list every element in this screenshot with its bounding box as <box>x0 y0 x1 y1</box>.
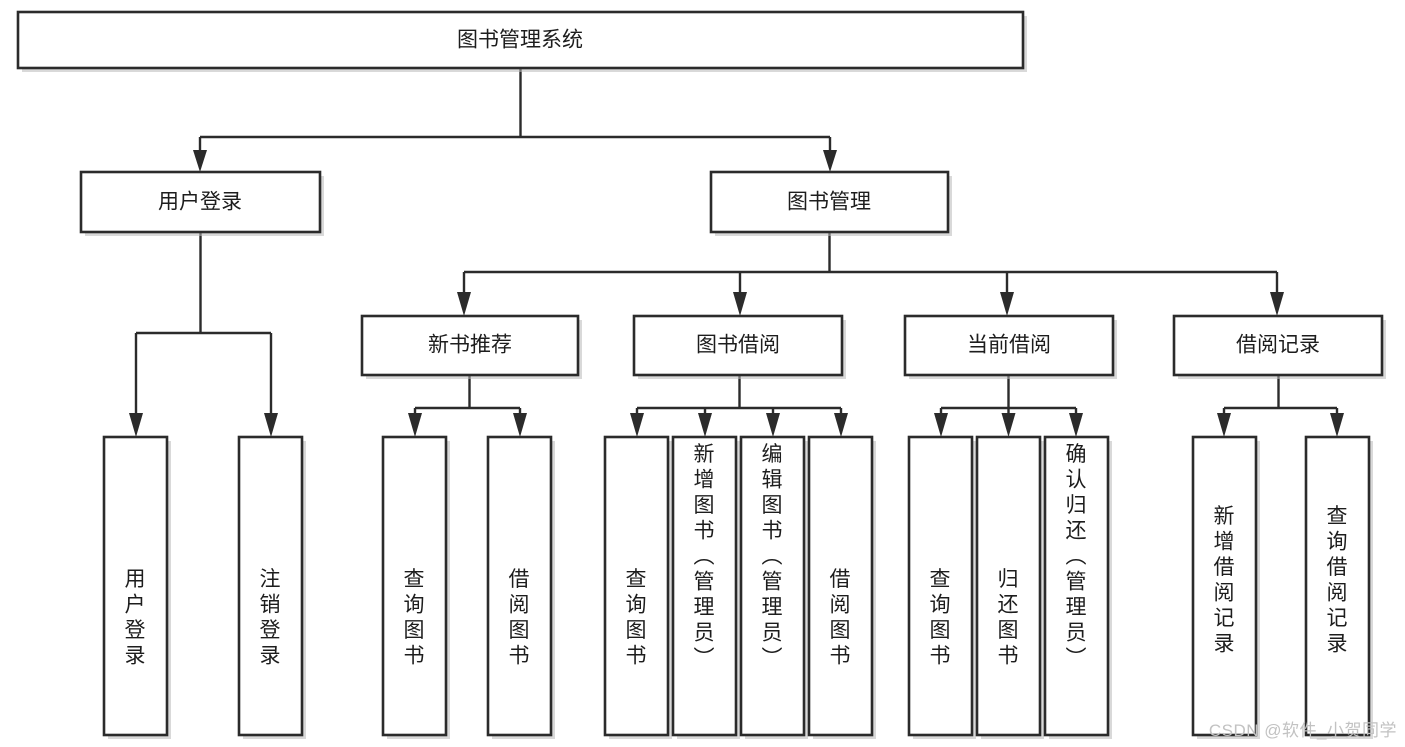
book-management-label: 图书管理 <box>787 191 871 214</box>
borrow-record-box <box>1172 314 1384 377</box>
leaf-borrow-book-box <box>807 435 874 737</box>
arrow-borrow-l1 <box>630 413 644 437</box>
leaf-logout-box <box>237 435 304 737</box>
user-login-box <box>79 170 322 234</box>
node-root[interactable]: 图书管理系统 <box>16 10 1027 72</box>
leaf-borrow-book-borrow[interactable]: 借阅图书 <box>807 435 876 739</box>
root-label: 图书管理系统 <box>457 29 583 52</box>
root-box <box>16 10 1025 70</box>
leaf-query-current-box <box>907 435 974 737</box>
leaf-confirm-return-admin[interactable]: 确认归还︵管理员︶ <box>1043 435 1112 739</box>
node-borrow-record[interactable]: 借阅记录 <box>1172 314 1386 379</box>
arrow-root-to-user <box>193 150 207 172</box>
leaf-user-login-box <box>102 435 169 737</box>
leaf-return-book-label: 归还图书 <box>998 568 1019 668</box>
leaf-borrow-newbook-label: 借阅图书 <box>509 568 530 668</box>
leaf-edit-book-label: 编辑图书︵管理员︶ <box>762 443 783 670</box>
leaf-query-book-newbook[interactable]: 查询图书 <box>381 435 450 739</box>
node-user-login[interactable]: 用户登录 <box>79 170 324 236</box>
book-borrow-label: 图书借阅 <box>696 334 780 357</box>
arrow-book-c1 <box>457 292 471 316</box>
current-borrow-label: 当前借阅 <box>967 334 1051 357</box>
leaf-borrow-book-newbook[interactable]: 借阅图书 <box>486 435 555 739</box>
arrow-current-l2 <box>1001 413 1016 437</box>
leaf-query-newbook-label: 查询图书 <box>404 568 425 668</box>
leaf-logout[interactable]: 注销登录 <box>237 435 306 739</box>
arrow-borrow-l4 <box>834 413 848 437</box>
arrow-newbook-l2 <box>513 413 527 437</box>
borrow-record-label: 借阅记录 <box>1236 334 1320 357</box>
leaf-query-record-label: 查询借阅记录 <box>1327 505 1348 656</box>
leaf-add-borrow-record[interactable]: 新增借阅记录 <box>1191 435 1260 739</box>
leaf-borrow-newbook-box <box>486 435 553 737</box>
leaf-edit-book-box <box>739 435 806 737</box>
leaf-return-book-box <box>975 435 1042 737</box>
leaf-return-book[interactable]: 归还图书 <box>975 435 1044 739</box>
leaf-add-book-label: 新增图书︵管理员︶ <box>694 443 715 670</box>
arrow-record-l2 <box>1330 413 1344 437</box>
leaf-user-login[interactable]: 用户登录 <box>102 435 171 739</box>
arrow-book-c3 <box>1000 292 1014 316</box>
node-new-book-recommend[interactable]: 新书推荐 <box>360 314 582 379</box>
connector-layer <box>129 69 1344 437</box>
leaf-add-book-box <box>671 435 738 737</box>
leaf-query-borrow-record[interactable]: 查询借阅记录 <box>1304 435 1373 739</box>
leaf-confirm-return-label: 确认归还︵管理员︶ <box>1066 443 1087 670</box>
current-borrow-box <box>903 314 1115 377</box>
arrow-newbook-l1 <box>408 413 422 437</box>
arrow-book-c2 <box>733 292 747 316</box>
arrow-borrow-l2 <box>698 413 712 437</box>
arrow-root-to-book <box>823 150 837 172</box>
arrow-record-l1 <box>1217 413 1231 437</box>
leaf-query-borrow-label: 查询图书 <box>626 568 647 668</box>
arrow-user-leaf1 <box>129 413 143 437</box>
node-book-management[interactable]: 图书管理 <box>709 170 952 236</box>
user-login-label: 用户登录 <box>158 191 242 214</box>
node-layer: 图书管理系统 用户登录 图书管理 新书推荐 <box>16 10 1386 739</box>
leaf-query-book-current[interactable]: 查询图书 <box>907 435 976 739</box>
leaf-query-current-label: 查询图书 <box>930 568 951 668</box>
leaf-user-login-label: 用户登录 <box>125 568 146 668</box>
node-current-borrow[interactable]: 当前借阅 <box>903 314 1117 379</box>
arrow-user-leaf2 <box>264 413 278 437</box>
book-borrow-box <box>632 314 844 377</box>
book-management-box <box>709 170 950 234</box>
node-book-borrow[interactable]: 图书借阅 <box>632 314 846 379</box>
arrow-book-c4 <box>1270 292 1284 316</box>
leaf-add-book-admin[interactable]: 新增图书︵管理员︶ <box>671 435 740 739</box>
arrow-current-l1 <box>934 413 948 437</box>
leaf-confirm-return-box <box>1043 435 1110 737</box>
leaf-add-record-box <box>1191 435 1258 737</box>
arrow-borrow-l3 <box>766 413 780 437</box>
leaf-query-book-borrow[interactable]: 查询图书 <box>603 435 672 739</box>
new-book-box <box>360 314 580 377</box>
arrow-current-l3 <box>1069 413 1083 437</box>
leaf-query-borrow-box <box>603 435 670 737</box>
leaf-logout-label: 注销登录 <box>260 568 281 668</box>
leaf-add-record-label: 新增借阅记录 <box>1214 505 1235 656</box>
leaf-borrow-book-label: 借阅图书 <box>830 568 851 668</box>
new-book-label: 新书推荐 <box>428 334 512 357</box>
leaf-query-record-box <box>1304 435 1371 737</box>
leaf-query-newbook-box <box>381 435 448 737</box>
csdn-watermark: CSDN @软件_小贺同学 <box>1208 721 1397 740</box>
leaf-edit-book-admin[interactable]: 编辑图书︵管理员︶ <box>739 435 808 739</box>
